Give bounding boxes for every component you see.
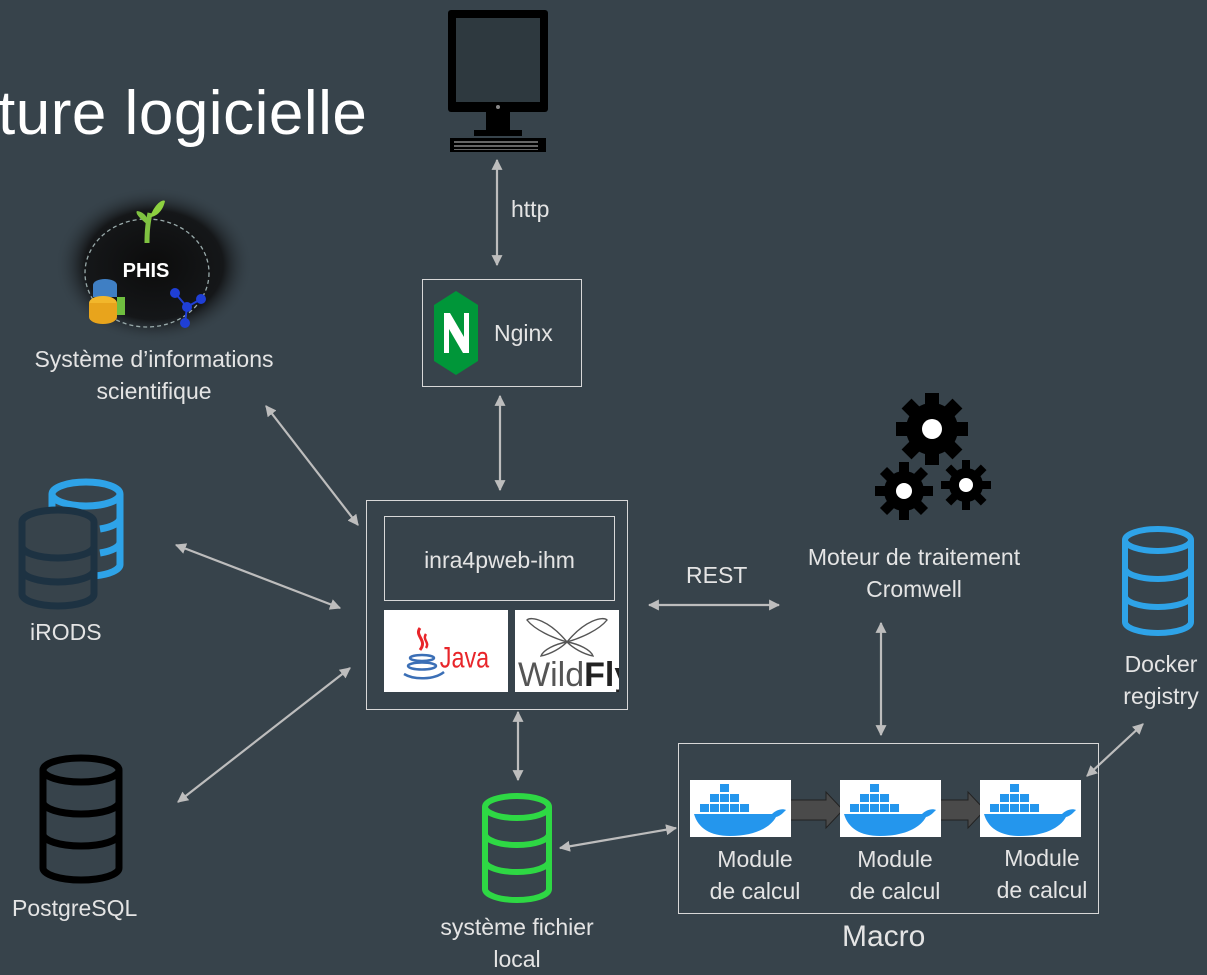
module-label-line2: de calcul xyxy=(996,877,1088,903)
local-fs-label: système fichier local xyxy=(418,911,616,975)
si-label-line1: Système d’informations xyxy=(34,346,274,372)
ihm-server-box xyxy=(366,500,628,710)
docker-registry-label-line2: registry xyxy=(1123,683,1199,709)
nginx-box xyxy=(422,279,582,387)
phis-logo-icon: PHIS xyxy=(55,185,253,343)
postgresql-label: PostgreSQL xyxy=(12,895,138,921)
module-label-2: Module de calcul xyxy=(836,843,954,907)
arrow-postgres-ihm xyxy=(177,667,351,803)
irods-label: iRODS xyxy=(30,619,102,645)
local-fs-label-line1: système fichier xyxy=(440,914,594,940)
local-fs-label-line2: local xyxy=(493,946,541,972)
macro-box xyxy=(678,743,1099,914)
module-label-line1: Module xyxy=(1004,845,1080,871)
nginx-logo-icon xyxy=(434,291,478,380)
arrow-si-ihm xyxy=(265,405,359,526)
gears-icon xyxy=(868,393,994,530)
module-label-3: Module de calcul xyxy=(983,842,1101,906)
module-label-line1: Module xyxy=(717,846,793,872)
module-label-line2: de calcul xyxy=(709,878,801,904)
java-logo-icon: Java xyxy=(384,610,508,692)
irods-database-icon xyxy=(14,474,126,617)
nginx-label: Nginx xyxy=(494,320,553,346)
macro-label: Macro xyxy=(842,920,926,953)
local-filesystem-database-icon xyxy=(480,792,554,911)
module-label-1: Module de calcul xyxy=(696,843,814,907)
docker-whale-icon xyxy=(980,780,1081,837)
computer-icon xyxy=(446,8,550,153)
postgresql-database-icon xyxy=(36,754,126,891)
docker-whale-icon xyxy=(840,780,941,837)
rest-label: REST xyxy=(686,562,748,588)
arrow-macro-registry xyxy=(1086,723,1144,777)
docker-registry-label-line1: Docker xyxy=(1124,651,1198,677)
docker-registry-label: Docker registry xyxy=(1106,648,1207,712)
arrow-irods-ihm xyxy=(174,543,342,610)
page-title: ture logicielle xyxy=(0,79,368,148)
si-label: Système d’informations scientifique xyxy=(11,343,297,407)
module-label-line1: Module xyxy=(857,846,933,872)
docker-whale-icon xyxy=(690,780,791,837)
engine-label-line1: Moteur de traitement xyxy=(807,544,1021,570)
arrow-localfs-macro xyxy=(558,824,678,852)
ihm-app-box xyxy=(384,516,615,601)
engine-label-line2: Cromwell xyxy=(866,576,962,602)
module-label-line2: de calcul xyxy=(849,878,941,904)
ihm-label: inra4pweb-ihm xyxy=(424,547,575,573)
si-label-line2: scientifique xyxy=(96,378,212,404)
docker-registry-database-icon xyxy=(1120,524,1196,645)
http-label: http xyxy=(511,196,550,222)
engine-label: Moteur de traitement Cromwell xyxy=(766,541,1062,605)
svg-text:PHIS: PHIS xyxy=(123,260,170,282)
svg-text:Java: Java xyxy=(440,641,489,674)
